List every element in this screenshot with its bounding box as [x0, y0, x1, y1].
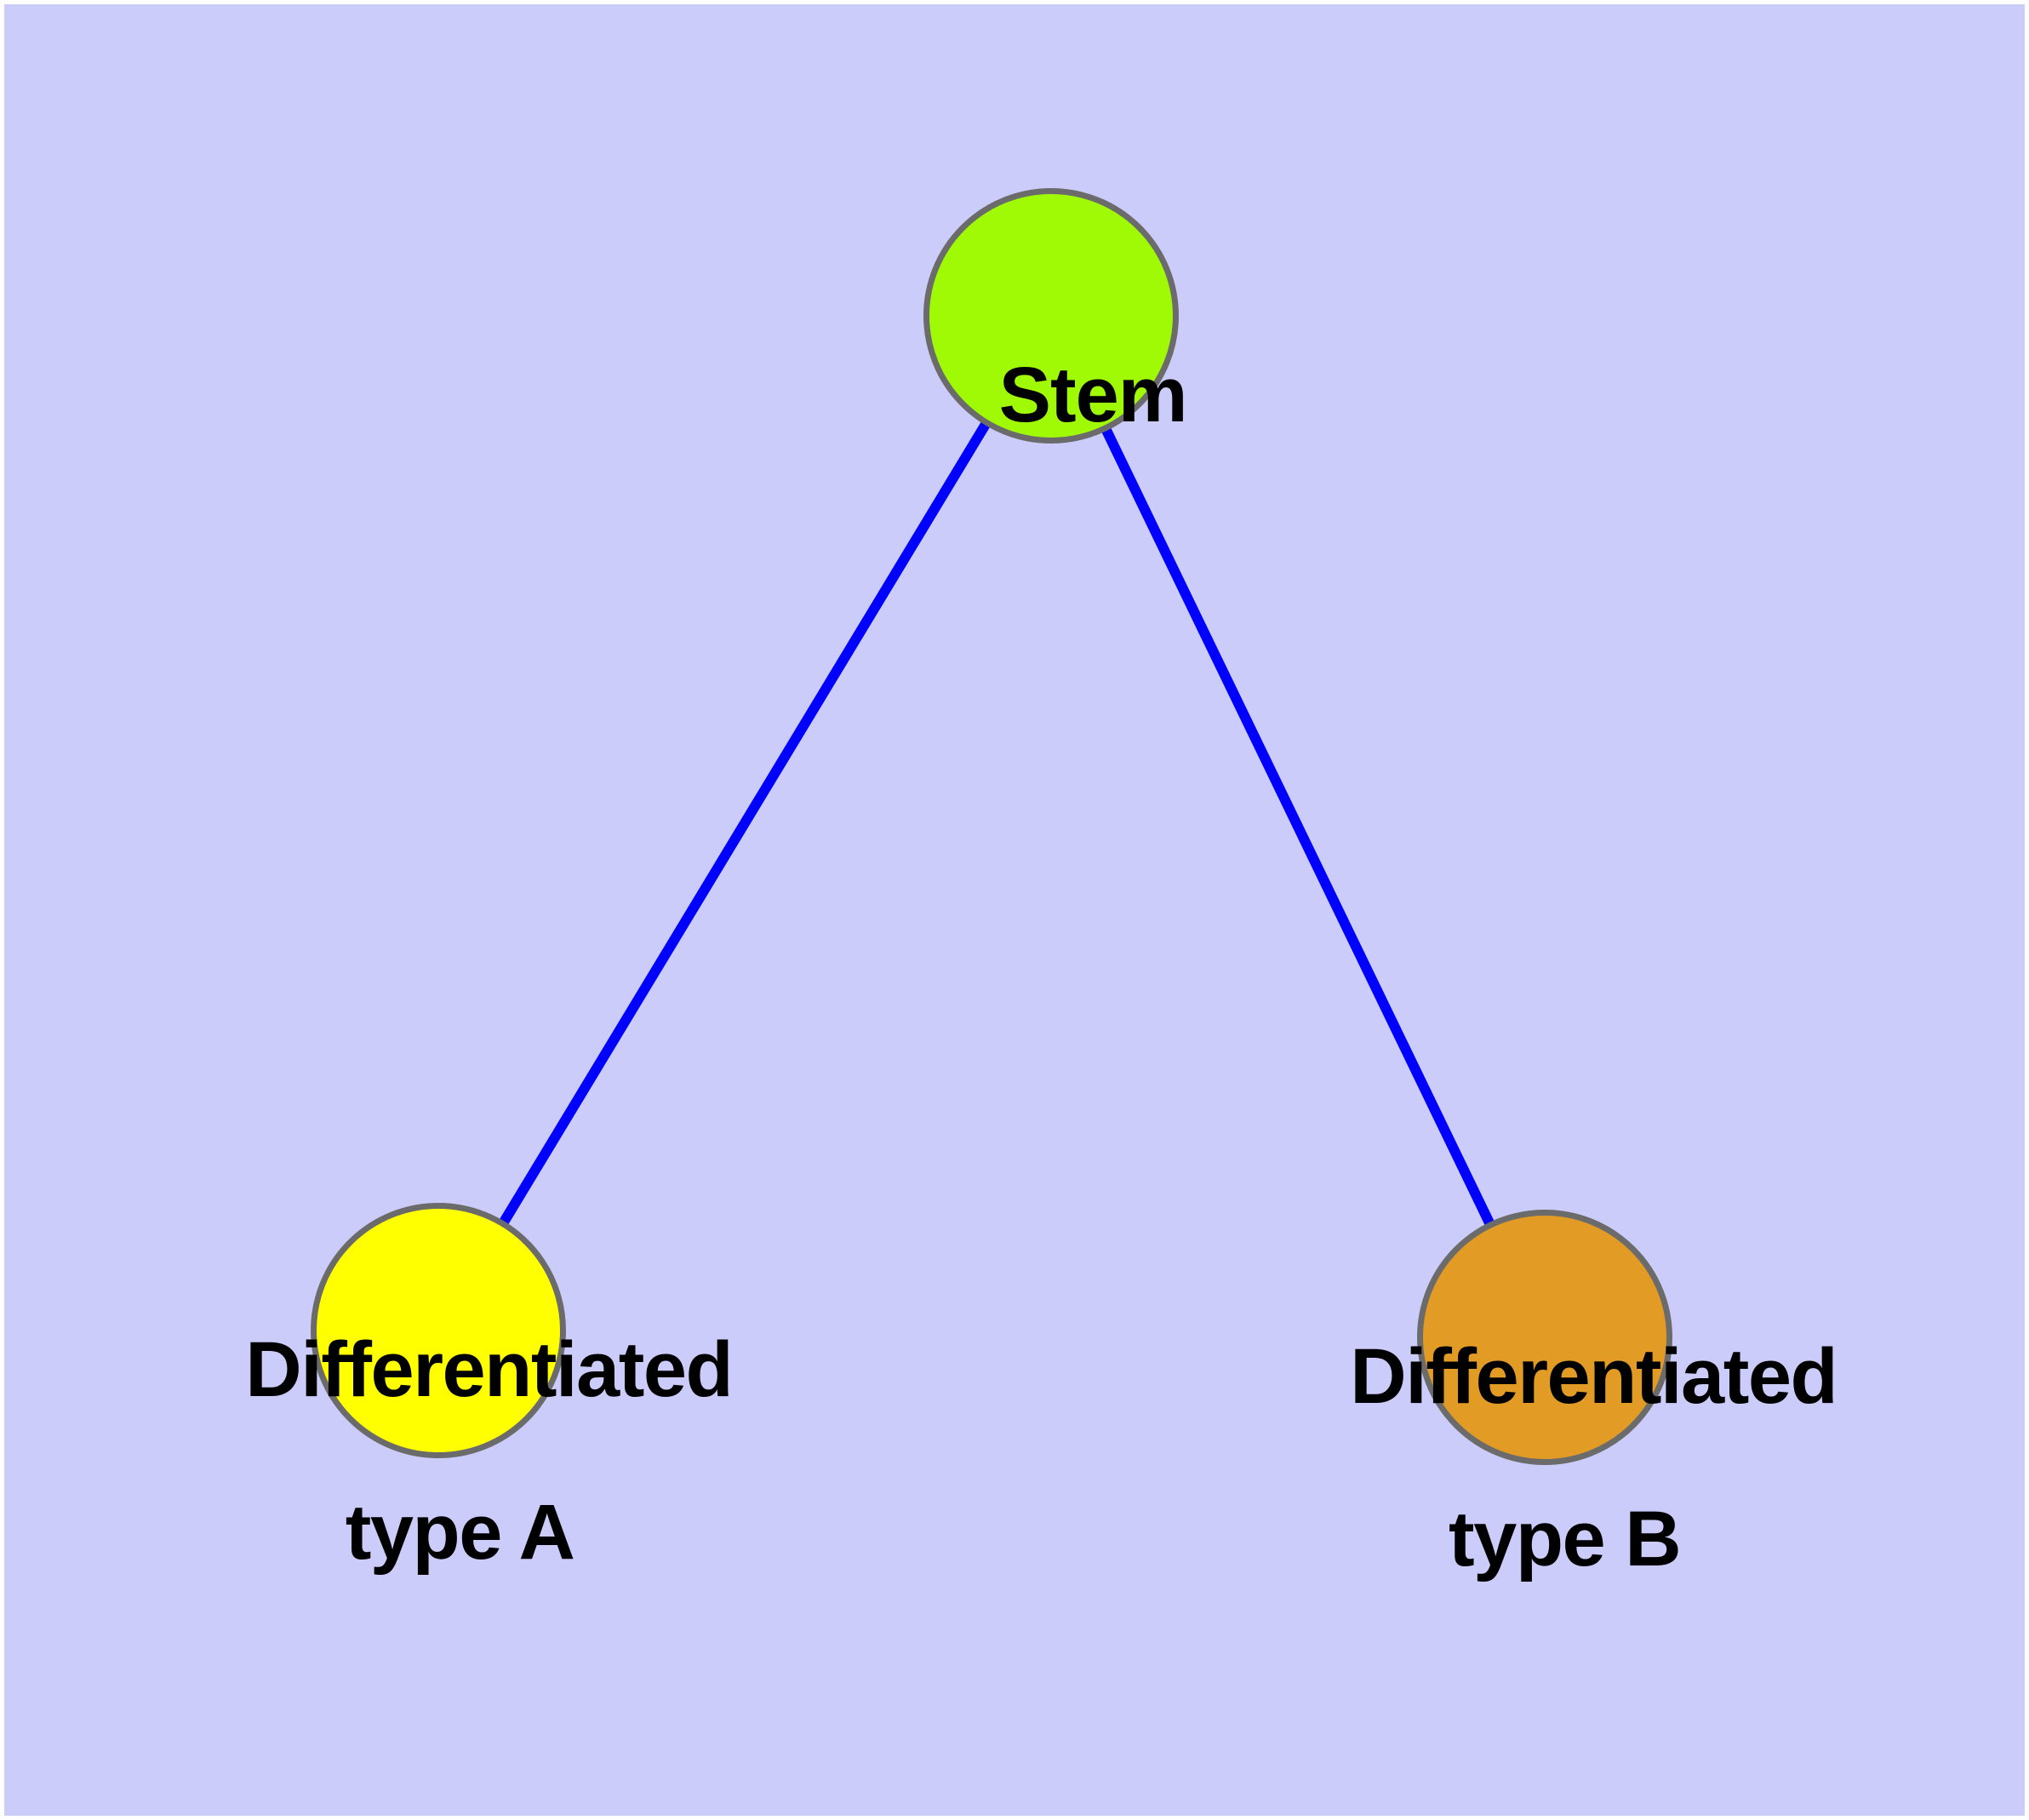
node-stem[interactable]	[923, 188, 1179, 444]
edge-layer	[497, 418, 1496, 1229]
node-differentiated-type-a[interactable]	[311, 1203, 566, 1458]
node-differentiated-type-b[interactable]	[1417, 1210, 1672, 1465]
node-layer	[311, 188, 1672, 1465]
edge-stem-to-differentiated-type-b	[1100, 424, 1496, 1229]
edge-stem-to-differentiated-type-a	[497, 418, 992, 1228]
